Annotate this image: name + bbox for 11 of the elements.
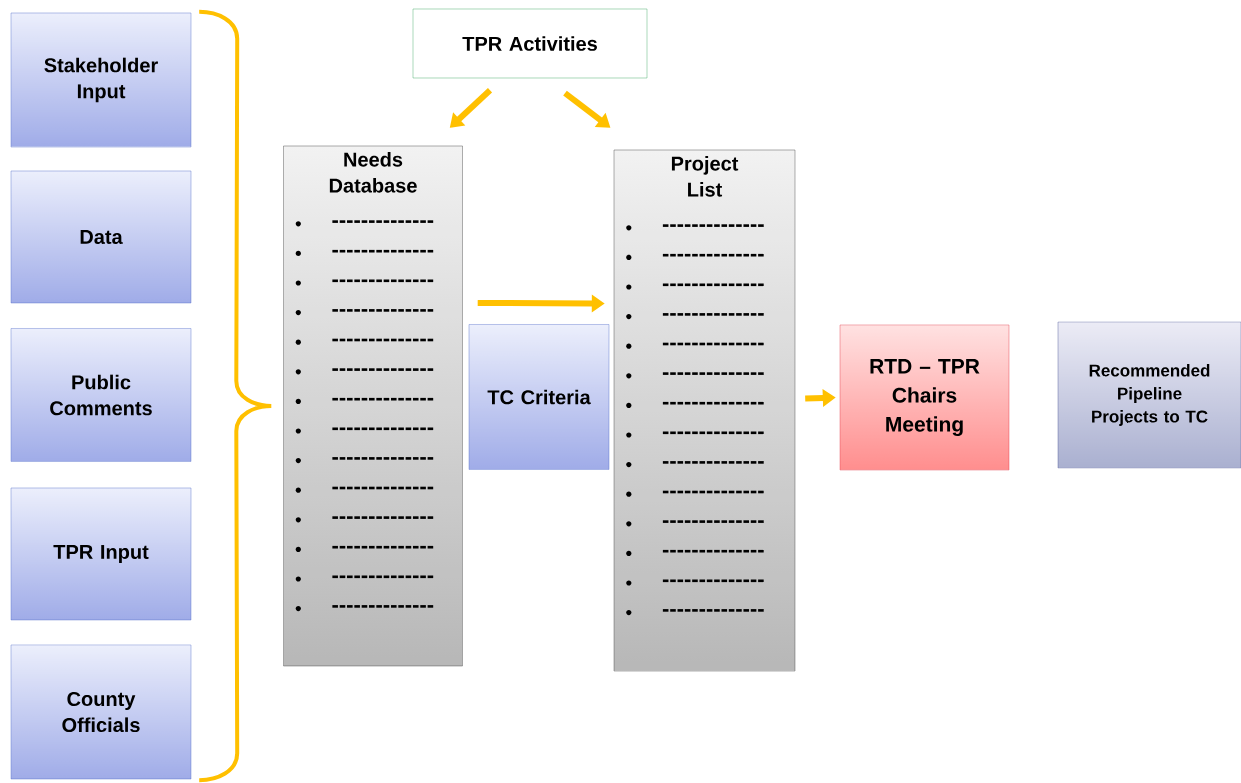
list-box: Needs Database -------------- -------------- -------------- -------------- -------------- -------------- -------------- -------------- -------------- -------------- -------------- -------------- -------------- --------------	[283, 145, 463, 667]
input-box: TC Criteria	[468, 324, 610, 470]
input-box: TPR Input	[10, 487, 192, 621]
input-box: Data	[10, 170, 192, 304]
input-box: Stakeholder Input	[10, 12, 192, 148]
activity-box: TPR Activities	[412, 8, 648, 79]
input-box: Public Comments	[10, 328, 192, 462]
result-box: Recommended Pipeline Projects to TC	[1057, 321, 1241, 469]
list-box: Project List -------------- -------------- -------------- -------------- -------------- -------------- -------------- -------------- -------------- -------------- -------------- -------------- -------------- --------------	[613, 149, 796, 672]
meeting-box: RTD – TPR Chairs Meeting	[839, 324, 1010, 471]
input-box: County Officials	[10, 644, 192, 780]
